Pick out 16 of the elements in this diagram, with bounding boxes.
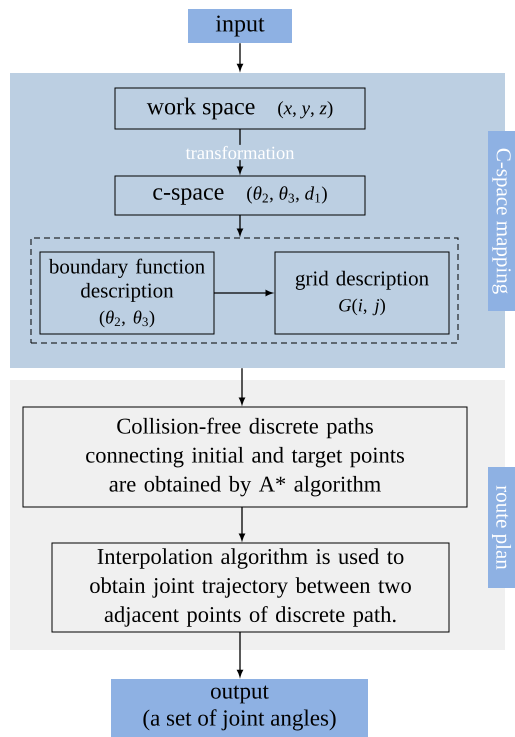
arrow [237, 43, 243, 71]
process-box: work space (x, y, z) [114, 88, 366, 130]
process-box: boundary function description (θ$_{2}$, θ$_{3}$) [40, 252, 214, 334]
arrow [237, 632, 243, 677]
arrow [239, 508, 245, 541]
edge-label: transformation [184, 144, 296, 160]
terminal-box: input [188, 9, 292, 43]
arrow [239, 368, 245, 405]
process-box: c-space (θ$_{2}$, θ$_{3}$, d$_{1}$) [114, 176, 366, 216]
arrow [237, 216, 243, 236]
process-box: grid description G(i, j) [274, 252, 450, 334]
process-box: Interpolation algorithm is used to obtain joint trajectory between two adjacent points of discrete path. [52, 542, 450, 632]
arrow [214, 290, 273, 296]
dashed-group-box [30, 238, 458, 344]
process-box: Collision-free discrete paths connecting initial and target points are obtained by A* algorithm [22, 406, 468, 508]
terminal-box: output (a set of joint angles) [111, 679, 368, 737]
